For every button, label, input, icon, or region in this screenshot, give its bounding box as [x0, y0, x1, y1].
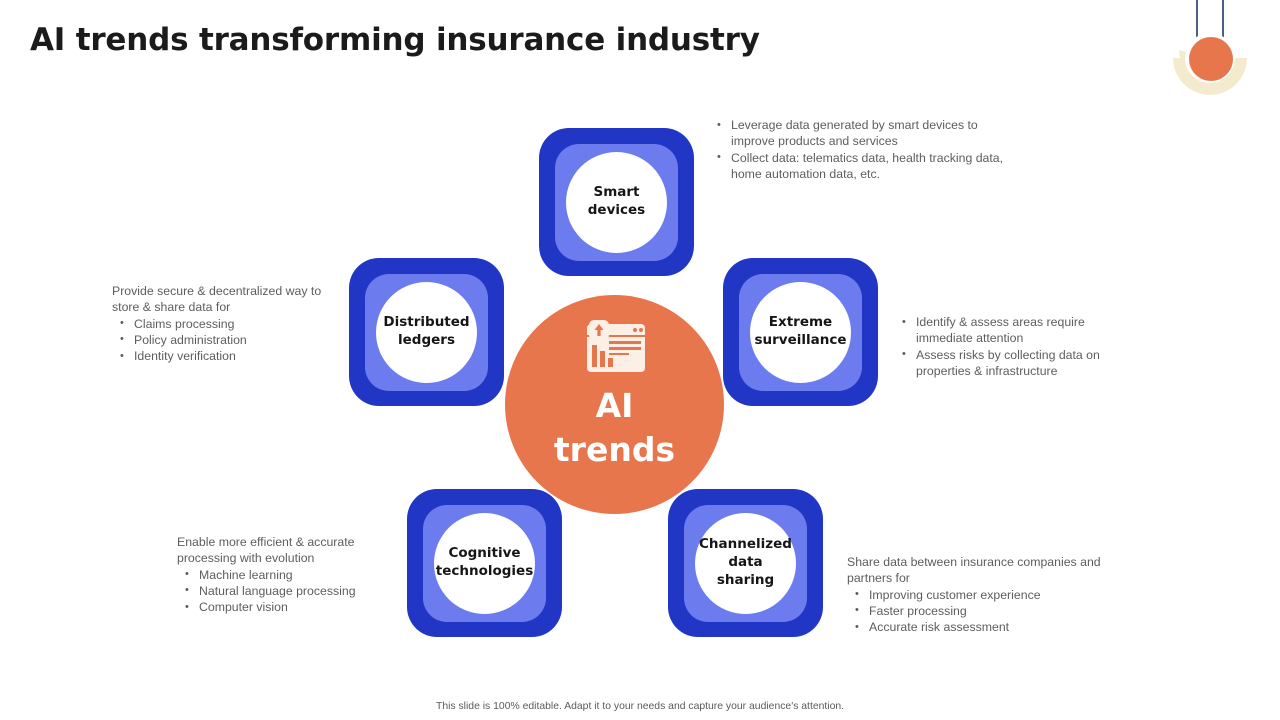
node-inner-frame: Extreme surveillance [739, 273, 862, 391]
node-inner-frame: Channelized data sharing [684, 504, 807, 622]
node-label-line2: devices [587, 202, 646, 218]
center-hub-ai-trends[interactable]: AI trends [505, 295, 724, 514]
node-label-line1: Cognitive [448, 545, 521, 562]
description-lead: Share data between insurance companies a… [847, 555, 1101, 586]
bullet-list: Machine learning Natural language proces… [177, 566, 397, 616]
node-label-line2: technologies [435, 563, 534, 579]
node-disc: Extreme surveillance [750, 281, 851, 383]
browser-bar-chart-growth-icon [579, 318, 651, 380]
list-item: Claims processing [112, 315, 344, 332]
node-smart-devices[interactable]: Smart devices [539, 128, 694, 276]
node-label-line1: Distributed [383, 314, 470, 331]
node-distributed-ledgers[interactable]: Distributed ledgers [349, 258, 504, 406]
description-smart-devices: Leverage data generated by smart devices… [709, 117, 1009, 182]
list-item: Collect data: telematics data, health tr… [709, 149, 1009, 183]
node-label-line1: Channelized [699, 536, 792, 553]
node-label-line2: surveillance [754, 332, 847, 348]
center-hub-label-line2: trends [553, 429, 676, 469]
node-channelized-data-sharing[interactable]: Channelized data sharing [668, 489, 823, 637]
node-extreme-surveillance[interactable]: Extreme surveillance [723, 258, 878, 406]
list-item: Faster processing [847, 602, 1112, 619]
slide-footer-note: This slide is 100% editable. Adapt it to… [435, 701, 845, 712]
hanging-circle-arc-decoration [1165, 0, 1260, 110]
node-inner-frame: Cognitive technologies [423, 504, 546, 622]
list-item: Improving customer experience [847, 586, 1112, 603]
node-label-cognitive-technologies: Cognitive technologies [432, 545, 538, 581]
node-inner-frame: Distributed ledgers [365, 273, 488, 391]
node-label-line1: Extreme [768, 314, 833, 331]
node-label-channelized-data-sharing: Channelized data sharing [695, 536, 796, 590]
description-channelized-data-sharing: Share data between insurance companies a… [847, 554, 1112, 635]
node-label-line2: data sharing [716, 554, 775, 588]
decoration-circle [1189, 37, 1233, 81]
description-extreme-surveillance: Identify & assess areas require immediat… [894, 314, 1136, 379]
node-cognitive-technologies[interactable]: Cognitive technologies [407, 489, 562, 637]
node-disc: Channelized data sharing [695, 512, 796, 614]
description-lead: Enable more efficient & accurate process… [177, 535, 355, 566]
list-item: Machine learning [177, 566, 397, 583]
node-label-line2: ledgers [398, 332, 455, 348]
node-label-line1: Smart [593, 184, 640, 201]
center-hub-label-line1: AI [595, 386, 634, 425]
description-lead: Provide secure & decentralized way to st… [112, 284, 322, 315]
description-cognitive-technologies: Enable more efficient & accurate process… [177, 534, 397, 615]
node-disc: Cognitive technologies [432, 512, 538, 614]
node-inner-frame: Smart devices [555, 143, 678, 261]
chevron-list: Identify & assess areas require immediat… [894, 314, 1136, 379]
list-item: Computer vision [177, 599, 397, 616]
list-item: Policy administration [112, 331, 344, 348]
list-item: Accurate risk assessment [847, 619, 1112, 636]
center-hub-label: AI trends [554, 384, 675, 471]
list-item: Identify & assess areas require immediat… [894, 314, 1136, 347]
page-title: AI trends transforming insurance industr… [30, 22, 760, 58]
list-item: Natural language processing [177, 582, 397, 599]
node-label-extreme-surveillance: Extreme surveillance [750, 314, 850, 350]
list-item: Leverage data generated by smart devices… [709, 117, 1009, 150]
bullet-list: Improving customer experience Faster pro… [847, 586, 1112, 636]
chevron-list: Leverage data generated by smart devices… [709, 117, 1009, 182]
node-label-smart-devices: Smart devices [584, 184, 649, 220]
node-disc: Smart devices [566, 151, 667, 253]
bullet-list: Claims processing Policy administration … [112, 315, 344, 365]
list-item: Identity verification [112, 348, 344, 365]
node-label-distributed-ledgers: Distributed ledgers [379, 314, 473, 350]
list-item: Assess risks by collecting data on prope… [894, 346, 1136, 380]
description-distributed-ledgers: Provide secure & decentralized way to st… [112, 283, 344, 364]
node-disc: Distributed ledgers [376, 281, 477, 383]
